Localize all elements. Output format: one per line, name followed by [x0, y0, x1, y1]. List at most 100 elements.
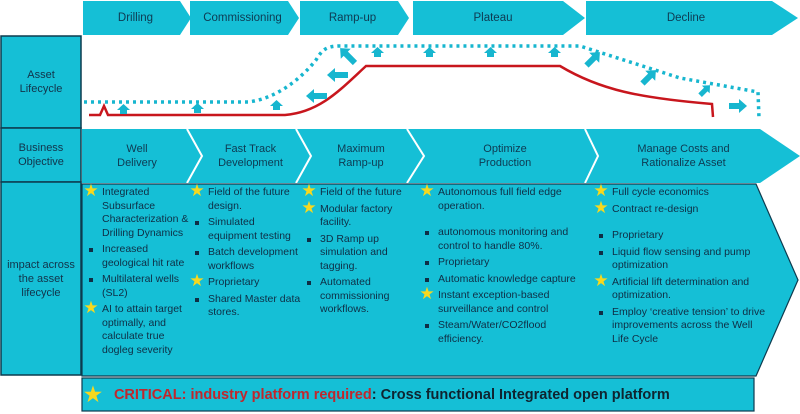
- impact-item-text: Increased geological hit rate: [102, 243, 185, 269]
- up-arrow-icon: [117, 104, 130, 114]
- diag-arrow-icon: [340, 48, 358, 66]
- phase-chevron-plateau: [413, 1, 585, 35]
- impact-item: Batch development workflows: [188, 246, 306, 273]
- impact-item: ★Integrated Subsurface Characterization …: [82, 181, 190, 240]
- critical-text: Cross functional Integrated open platfor…: [380, 387, 670, 403]
- impact-item-text: Employ ‘creative tension’ to drive impro…: [612, 305, 766, 345]
- impact-item: ★Proprietary: [188, 272, 306, 290]
- uplift-arrows: [117, 47, 747, 114]
- impact-column-well-delivery: ★Integrated Subsurface Characterization …: [82, 181, 190, 360]
- impact-item-text: Artificial lift determination and optimi…: [612, 275, 750, 302]
- star-icon: ★: [593, 270, 609, 290]
- up-arrow-icon: [484, 47, 497, 57]
- impact-item-text: Shared Master data stores.: [208, 292, 301, 319]
- phase-chevron-commissioning: [190, 1, 299, 35]
- impact-item-text: Batch development workflows: [208, 246, 298, 272]
- bullet-icon: [592, 246, 610, 260]
- impact-item-text: Contract re-design: [612, 202, 699, 215]
- left-arrow-icon: [327, 68, 348, 82]
- objective-divider: [584, 128, 600, 184]
- bullet-icon: [418, 256, 436, 270]
- impact-item: ★AI to attain target optimally, and calc…: [82, 298, 190, 357]
- impact-item-text: autonomous monitoring and control to han…: [438, 226, 569, 252]
- impact-item: Automated commissioning workflows.: [300, 276, 412, 317]
- impact-arrow: [81, 183, 799, 377]
- impact-item: 3D Ramp up simulation and tagging.: [300, 233, 412, 274]
- star-icon: ★: [593, 181, 609, 200]
- bullet-icon: [188, 293, 206, 307]
- bullet-icon: [188, 246, 206, 260]
- star-icon: ★: [301, 181, 317, 200]
- impact-item-text: Instant exception-based surveillance and…: [438, 289, 550, 315]
- impact-item: Proprietary: [592, 229, 772, 243]
- diag-arrow-icon: [584, 52, 600, 68]
- bullet-icon: [82, 243, 100, 257]
- objective-divider: [186, 128, 204, 184]
- impact-item-text: Modular factory facility.: [320, 202, 393, 229]
- bullet-icon: [82, 273, 100, 287]
- star-icon: ★: [419, 181, 435, 200]
- impact-item-text: Steam/Water/CO2flood efficiency.: [438, 319, 547, 345]
- impact-item-text: Automatic knowledge capture: [438, 272, 576, 285]
- objective-manage-costs: Manage Costs and Rationalize Asset: [637, 142, 730, 169]
- impact-item: Employ ‘creative tension’ to drive impro…: [592, 306, 772, 347]
- up-arrow-icon: [270, 100, 283, 110]
- bullet-icon: [300, 276, 318, 290]
- phase-drilling: Drilling: [117, 11, 154, 24]
- business-objective-label-box: [0, 127, 82, 183]
- impact-column-optimize-production: ★Autonomous full field edge operation. au…: [418, 181, 590, 349]
- impact-item: ★Full cycle economics: [592, 181, 772, 200]
- impact-column-manage-costs: ★Full cycle economics★Contract re-design…: [592, 181, 772, 349]
- star-icon: ★: [189, 181, 205, 200]
- impact-item: Proprietary: [418, 256, 590, 270]
- objective-well-delivery: Well Delivery: [117, 142, 157, 169]
- impact-item: autonomous monitoring and control to han…: [418, 226, 590, 253]
- phase-chevron-ramp-up: [300, 1, 409, 35]
- up-arrow-icon: [191, 103, 204, 113]
- phase-chevron-decline: [586, 1, 798, 35]
- objective-optimize-production: Optimize Production: [478, 142, 532, 169]
- impact-item: ★Contract re-design: [592, 199, 772, 217]
- spacer: [418, 216, 590, 226]
- impact-item-text: Proprietary: [208, 276, 260, 288]
- phase-plateau: Plateau: [473, 11, 513, 24]
- objective-divider: [406, 128, 426, 184]
- impact-item: ★Modular factory facility.: [300, 199, 412, 230]
- impact-item: ★Field of the future design.: [188, 181, 306, 213]
- phase-ramp-up: Ramp-up: [328, 11, 377, 24]
- star-icon: ★: [83, 181, 99, 200]
- objective-maximum-ramp-up: Maximum Ramp-up: [337, 142, 385, 169]
- critical-bar: [81, 377, 755, 412]
- impact-item-text: 3D Ramp up simulation and tagging.: [320, 232, 388, 272]
- impact-column-fast-track: ★Field of the future design. Simulated eq…: [188, 181, 306, 323]
- impact-item-text: Simulated equipment testing: [208, 216, 291, 242]
- diag-arrow-icon: [640, 70, 656, 86]
- star-icon: ★: [84, 384, 102, 406]
- diag-arrow-icon: [698, 85, 711, 97]
- phase-decline: Decline: [666, 11, 706, 24]
- critical-separator: :: [371, 387, 381, 403]
- star-icon: ★: [419, 284, 435, 303]
- actual-production-curve: [89, 64, 715, 118]
- impact-item: ★Artificial lift determination and optim…: [592, 270, 772, 303]
- phase-commissioning: Commissioning: [203, 11, 282, 24]
- impact-item-text: Proprietary: [612, 229, 664, 241]
- bullet-icon: [592, 306, 610, 320]
- impact-item: Automatic knowledge capture: [418, 273, 590, 287]
- impact-item-text: Liquid flow sensing and pump optimizatio…: [612, 245, 751, 272]
- impact-item-text: AI to attain target optimally, and calcu…: [102, 303, 182, 356]
- impact-item: Increased geological hit rate: [82, 243, 190, 270]
- star-icon: ★: [83, 298, 99, 317]
- right-arrow-icon: [729, 99, 747, 113]
- up-arrow-icon: [371, 47, 384, 57]
- impact-item: ★Autonomous full field edge operation.: [418, 181, 590, 213]
- impact-item-text: Multilateral wells (SL2): [102, 273, 180, 299]
- impact-item: Steam/Water/CO2flood efficiency.: [418, 319, 590, 346]
- bullet-icon: [300, 233, 318, 247]
- impact-item: Multilateral wells (SL2): [82, 273, 190, 300]
- objective-band: [82, 129, 800, 183]
- critical-label: CRITICAL: industry platform required: [113, 387, 372, 403]
- impact-item: Simulated equipment testing: [188, 216, 306, 243]
- impact-item: Shared Master data stores.: [188, 293, 306, 320]
